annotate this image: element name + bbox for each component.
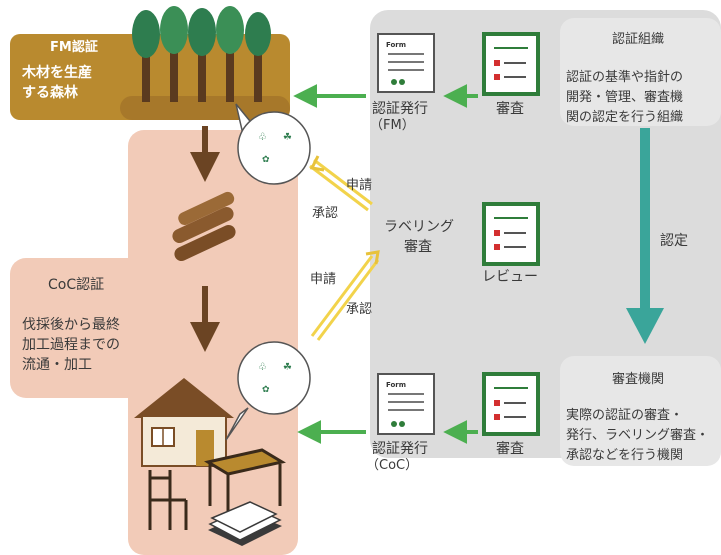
accreditation-label: 認定	[660, 233, 688, 249]
apply-approve-arrows-top	[309, 155, 373, 212]
svg-text:♧: ♧	[258, 132, 267, 143]
audit-org-desc-line2: 発行、ラベリング審査・	[566, 428, 710, 443]
cert-logo-bubble-top: ♧ ☘ ✿	[235, 103, 311, 185]
table-icon	[204, 448, 286, 514]
coc-desc-line2: 加工過程までの	[22, 337, 120, 353]
audit-org-box	[560, 356, 721, 466]
svg-text:☘: ☘	[283, 132, 292, 143]
house-icon	[134, 378, 234, 467]
coc-title: CoC認証	[48, 277, 105, 293]
coc-desc-line3: 流通・加工	[22, 357, 92, 373]
approve-label-top: 承認	[312, 206, 339, 221]
audit-org-title: 審査機関	[612, 372, 665, 387]
issue-coc-line1: 認証発行	[372, 441, 428, 457]
forest-trees-icon	[132, 6, 271, 102]
cert-org-desc-line2: 開発・管理、審査機	[566, 90, 684, 105]
form-title-coc: Form	[386, 381, 406, 389]
checklist-icon-audit-top	[482, 32, 540, 96]
audit-bottom-label: 審査	[496, 441, 524, 457]
cert-org-title: 認証組織	[612, 32, 665, 47]
audit-org-desc-line3: 承認などを行う機関	[566, 448, 684, 463]
form-document-icon-coc	[377, 373, 435, 435]
apply-label-bottom: 申請	[310, 272, 337, 287]
svg-text:♧: ♧	[258, 362, 267, 373]
labeling-line2: 審査	[404, 239, 432, 255]
cert-org-box	[560, 18, 721, 126]
labeling-line1: ラベリング	[384, 219, 454, 235]
issue-fm-line1: 認証発行	[372, 101, 428, 117]
svg-text:✿: ✿	[262, 155, 270, 165]
cert-org-desc-line3: 関の認定を行う組織	[566, 110, 684, 125]
fm-desc-line1: 木材を生産	[22, 65, 92, 81]
chair-icon	[148, 470, 188, 530]
accreditation-arrow-icon	[626, 128, 664, 344]
review-label: レビュー	[482, 269, 538, 285]
issue-coc-line2: （CoC）	[366, 458, 419, 473]
audit-top-label: 審査	[496, 101, 524, 117]
fm-title: FM認証	[50, 40, 98, 55]
cert-org-desc-line1: 認証の基準や指針の	[566, 70, 684, 85]
svg-text:☘: ☘	[283, 362, 292, 373]
cert-logo-bubble-bottom: ♧ ☘ ✿	[225, 341, 311, 441]
audit-org-desc-line1: 実際の認証の審査・	[566, 408, 684, 423]
paper-stack-icon	[208, 501, 282, 546]
fm-desc-line2: する森林	[22, 85, 78, 101]
issue-fm-line2: （FM）	[370, 118, 415, 133]
checklist-icon-audit-bottom	[482, 372, 540, 436]
form-document-icon-fm	[377, 33, 435, 93]
checklist-icon-review	[482, 202, 540, 266]
apply-label-top: 申請	[346, 178, 373, 193]
coc-area-horizontal	[10, 258, 210, 398]
logs-icon	[172, 191, 236, 261]
form-title-fm: Form	[386, 41, 406, 49]
approve-label-bottom: 承認	[346, 302, 373, 317]
apply-approve-arrows-bottom	[310, 250, 380, 341]
svg-text:✿: ✿	[262, 385, 270, 395]
coc-desc-line1: 伐採後から最終	[22, 317, 120, 333]
